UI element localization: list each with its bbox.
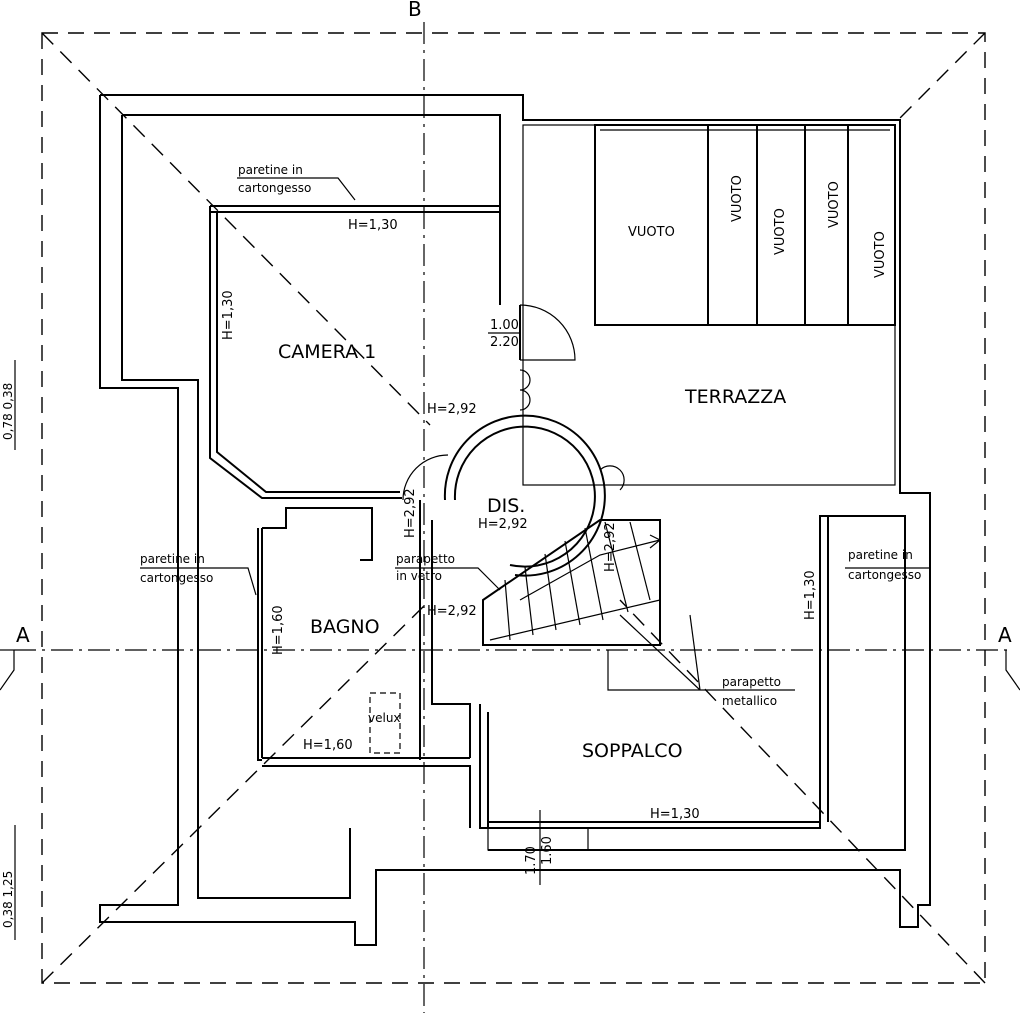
- height-bagno-bottom: H=1,60: [303, 738, 353, 753]
- note-paretine-left-2: cartongesso: [140, 571, 213, 585]
- section-axes: [0, 22, 1020, 1013]
- note-paretine-top-2: cartongesso: [238, 181, 311, 195]
- height-soppalco-left: H=2,92: [427, 604, 477, 619]
- void-label-2: VUOTO: [730, 175, 745, 222]
- room-camera: CAMERA 1: [278, 341, 376, 363]
- void-label-4: VUOTO: [827, 181, 842, 228]
- note-paretine-right-1: paretine in: [848, 548, 913, 562]
- note-parapetto-vetro-2: in vetro: [396, 569, 442, 583]
- room-dis: DIS.: [487, 495, 525, 517]
- terrazza-voids: [522, 124, 896, 486]
- door-camera: [519, 304, 576, 361]
- height-camera-left: H=1,30: [221, 290, 236, 340]
- staircase: [482, 519, 662, 646]
- note-velux: velux: [368, 711, 401, 725]
- height-dis-left: H=2,92: [403, 488, 418, 538]
- axis-label-b: B: [408, 0, 422, 21]
- note-paretine-top-1: paretine in: [238, 163, 303, 177]
- axis-label-a-left: A: [16, 623, 30, 647]
- camera-walls: [209, 205, 500, 499]
- note-paretine-left-1: paretine in: [140, 552, 205, 566]
- roof-outline: [41, 32, 986, 984]
- soppalco-walls: [479, 515, 906, 851]
- room-soppalco: SOPPALCO: [582, 740, 683, 762]
- window-dim-a: 1.70: [524, 846, 539, 875]
- bagno-walls: [257, 500, 471, 828]
- height-camera-corner: H=2,92: [427, 402, 477, 417]
- note-parapetto-met-2: metallico: [722, 694, 777, 708]
- note-paretine-right-2: cartongesso: [848, 568, 921, 582]
- height-soppalco-right: H=1,30: [803, 570, 818, 620]
- void-label-5: VUOTO: [873, 231, 888, 278]
- height-dis: H=2,92: [478, 517, 528, 532]
- dim-left-bottom: 0,38 1,25: [1, 871, 15, 928]
- height-bagno-left: H=1,60: [271, 605, 286, 655]
- height-stair: H=2,92: [603, 522, 618, 572]
- note-parapetto-vetro-1: parapetto: [396, 552, 455, 566]
- note-parapetto-met-1: parapetto: [722, 675, 781, 689]
- void-label-1: VUOTO: [628, 225, 675, 240]
- disimpegno: [402, 369, 625, 577]
- axis-label-a-right: A: [998, 623, 1012, 647]
- room-bagno: BAGNO: [310, 616, 380, 638]
- void-label-3: VUOTO: [773, 208, 788, 255]
- height-camera-top: H=1,30: [348, 218, 398, 233]
- window-dim-b: 1.60: [540, 836, 555, 865]
- door-height: 2.20: [490, 335, 519, 350]
- leaders: [14, 177, 930, 940]
- door-width: 1.00: [490, 318, 519, 333]
- room-terrazza: TERRAZZA: [684, 386, 786, 408]
- height-soppalco-bottom: H=1,30: [650, 807, 700, 822]
- dim-left-top: 0,78 0,38: [1, 383, 15, 440]
- outer-walls: [99, 94, 931, 946]
